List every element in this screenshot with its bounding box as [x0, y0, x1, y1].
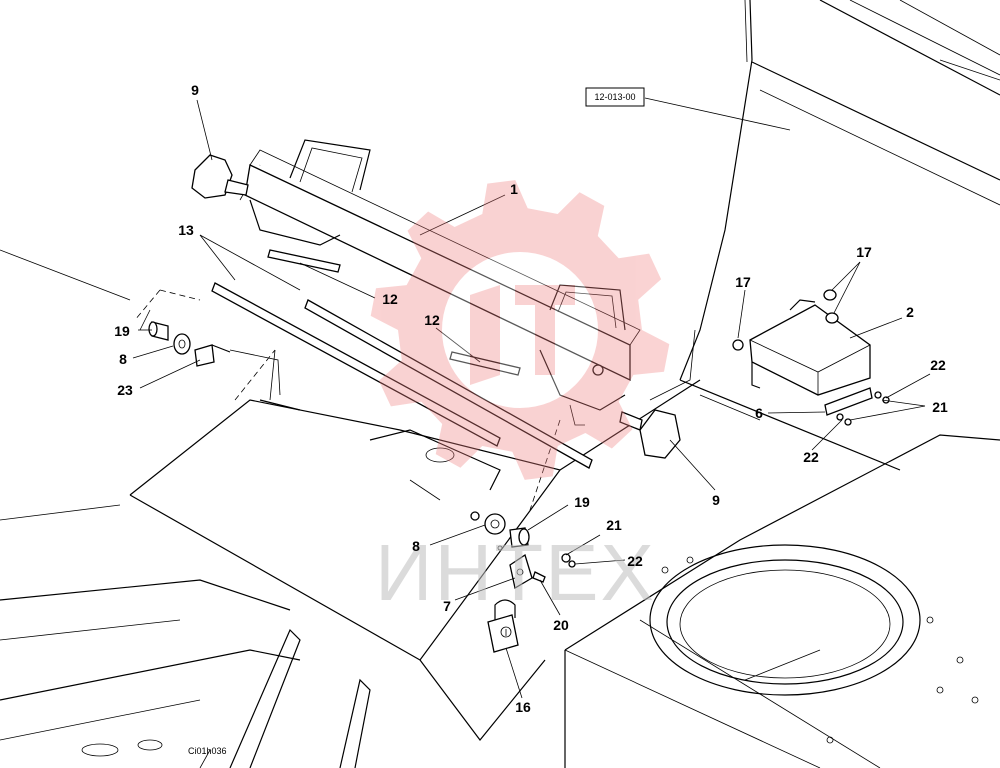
- callout-17-right: 17: [856, 244, 872, 260]
- callout-17-left: 17: [735, 274, 751, 290]
- callout-16: 16: [515, 699, 531, 715]
- callout-9-top: 9: [191, 82, 199, 98]
- callout-19-lower: 19: [574, 494, 590, 510]
- watermark-text: ИНТЕХ: [375, 528, 656, 617]
- callout-7: 7: [443, 598, 451, 614]
- reference-box-label: 12-013-00: [594, 92, 635, 102]
- part-1-rack-frame: [244, 139, 641, 426]
- callout-9-right: 9: [712, 492, 720, 508]
- watermark-gear-logo: [370, 180, 670, 480]
- callout-21-lower: 21: [606, 517, 622, 533]
- part-2-lock-box: [732, 289, 871, 396]
- callout-8-left: 8: [119, 351, 127, 367]
- part-9-knob-right: [619, 409, 681, 459]
- tank-housing: [564, 434, 1000, 768]
- part-16-padlock: [487, 599, 519, 653]
- callout-22-lower: 22: [627, 553, 643, 569]
- reference-box: 12-013-00: [585, 87, 645, 107]
- drawing-code: Ci01h036: [188, 746, 227, 756]
- lower-fastener-group: [470, 511, 530, 548]
- callout-2: 2: [906, 304, 914, 320]
- callout-6: 6: [755, 405, 763, 421]
- callout-1: 1: [510, 181, 518, 197]
- callout-8-lower: 8: [412, 538, 420, 554]
- left-fastener-group: [148, 321, 231, 367]
- callouts: 9 1 13 12 12 19 8 23 17 17 2 22 6 21 22 …: [114, 82, 948, 715]
- callout-21-right: 21: [932, 399, 948, 415]
- part-9-knob-left: [191, 154, 249, 199]
- callout-19-left: 19: [114, 323, 130, 339]
- callout-23: 23: [117, 382, 133, 398]
- callout-12-lower: 12: [424, 312, 440, 328]
- callout-22-right: 22: [930, 357, 946, 373]
- hasp-group: [497, 545, 576, 590]
- part-6-plate: [824, 387, 890, 426]
- callout-12-upper: 12: [382, 291, 398, 307]
- leader-lines: [132, 97, 931, 699]
- callout-13: 13: [178, 222, 194, 238]
- part-13-rods: [211, 282, 593, 469]
- part-12-strip-b: [449, 351, 521, 376]
- callout-20: 20: [553, 617, 569, 633]
- part-12-strip-a: [267, 249, 341, 273]
- callout-22-bottom: 22: [803, 449, 819, 465]
